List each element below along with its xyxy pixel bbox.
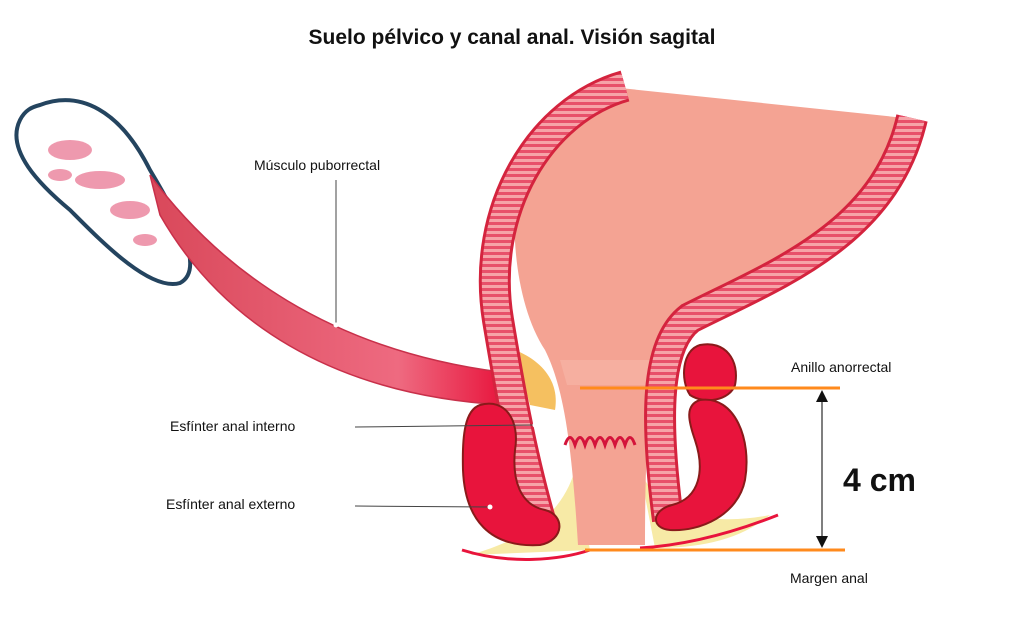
label-external-sphincter: Esfínter anal externo xyxy=(166,496,296,512)
leader-internal-sphincter xyxy=(354,424,536,428)
external-sphincter-right-upper xyxy=(683,343,737,402)
label-anal-verge: Margen anal xyxy=(790,570,868,586)
rectal-wall-right-muscle xyxy=(647,114,925,522)
dot-puborectalis xyxy=(333,322,339,328)
label-internal-sphincter: Esfínter anal interno xyxy=(170,418,296,434)
anal-canal-band xyxy=(560,360,650,385)
dentate-line xyxy=(563,436,637,450)
label-length: 4 cm xyxy=(843,462,916,498)
external-sphincter-right-lower xyxy=(655,398,748,532)
bone-speckles xyxy=(48,140,157,246)
diagram-title: Suelo pélvico y canal anal. Visión sagit… xyxy=(308,26,716,49)
dot-internal-sphincter xyxy=(532,422,538,428)
rectal-wall-left-muscle xyxy=(481,73,629,524)
dot-external-sphincter xyxy=(487,504,493,510)
puborectal-muscle xyxy=(149,174,506,406)
label-puborectalis: Músculo puborrectal xyxy=(254,157,381,173)
arrow-head-up xyxy=(816,390,828,402)
fat-upper-left xyxy=(515,350,556,410)
pubic-bone xyxy=(14,98,193,287)
skin-right xyxy=(639,513,779,550)
skin-left xyxy=(461,548,591,561)
arrow-head-down xyxy=(816,536,828,548)
rectal-lumen xyxy=(514,88,905,545)
external-sphincter-left xyxy=(461,402,561,547)
label-anorectal-ring: Anillo anorrectal xyxy=(791,359,892,375)
leader-external-sphincter xyxy=(354,505,491,508)
